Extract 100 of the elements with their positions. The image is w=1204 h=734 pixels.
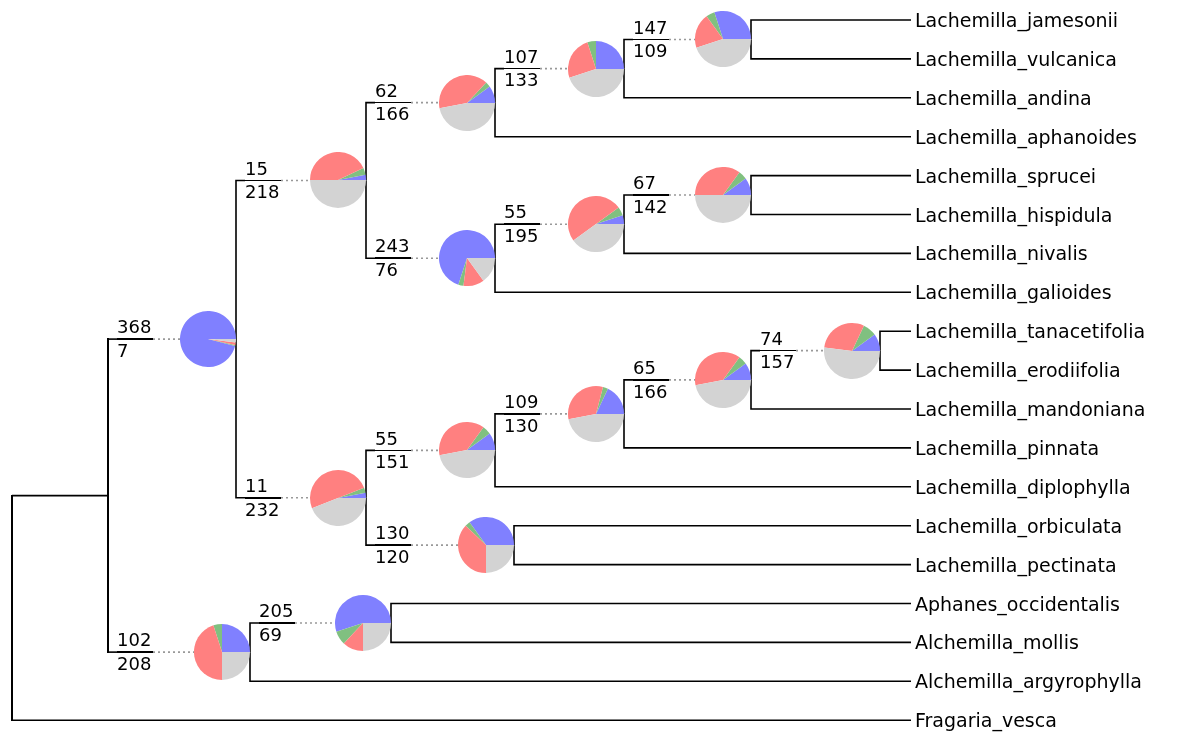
dotted-connector: [280, 496, 311, 499]
support-value: 147: [633, 16, 668, 39]
dotted-connector: [410, 544, 459, 546]
support-value: 62: [375, 79, 399, 102]
pie-chart: [695, 351, 751, 408]
support-value: 133: [504, 69, 539, 92]
taxon-label: Lachemilla_andina: [915, 85, 1092, 110]
support-value: 74: [760, 327, 784, 350]
support-value: 218: [245, 181, 280, 204]
tree-branch: [11, 719, 912, 721]
taxon-label: Alchemilla_argyrophylla: [915, 669, 1142, 694]
taxon-label: Lachemilla_vulcanica: [915, 46, 1117, 71]
taxon-label: Lachemilla_sprucei: [915, 163, 1097, 188]
tree-branch: [494, 449, 912, 488]
support-value: 166: [633, 380, 668, 403]
tree-branch: [750, 19, 912, 41]
support-value: 130: [375, 522, 410, 545]
support-value: 11: [245, 474, 269, 497]
tree-branch: [623, 194, 634, 226]
support-value: 195: [504, 225, 539, 247]
tree-branch: [879, 330, 912, 352]
tree-branch: [623, 413, 912, 449]
dotted-connector: [410, 449, 440, 452]
tree-junction-line: [107, 338, 109, 653]
tree-branch: [494, 67, 505, 104]
pie-chart: [568, 196, 624, 253]
tree-branch: [494, 223, 505, 260]
taxon-label: Lachemilla_galioides: [915, 280, 1112, 305]
tree-branch: [390, 602, 912, 624]
taxon-label: Lachemilla_aphanoides: [915, 124, 1137, 149]
support-value: 69: [259, 623, 283, 646]
taxon-label: Alchemilla_mollis: [915, 630, 1079, 655]
support-value: 243: [375, 235, 410, 258]
pie-chart: [335, 594, 391, 651]
support-value: 232: [245, 498, 280, 521]
pie-chart: [310, 152, 366, 209]
taxon-label: Lachemilla_mandoniana: [915, 397, 1146, 421]
support-value: 15: [245, 157, 269, 180]
tree-branch: [107, 338, 118, 340]
support-value: 65: [633, 357, 657, 379]
pie-chart: [824, 322, 880, 379]
tree-branch: [750, 349, 761, 381]
dotted-connector: [152, 651, 195, 653]
tree-branch: [750, 38, 912, 60]
support-value: 102: [117, 629, 152, 652]
support-value: 107: [504, 45, 539, 68]
taxon-label: Lachemilla_orbiculata: [915, 513, 1123, 538]
pie-chart: [458, 517, 514, 574]
support-value: 130: [504, 414, 539, 437]
pie-chart: [310, 469, 366, 526]
taxon-label: Aphanes_occidentalis: [915, 591, 1120, 616]
tree-branch: [249, 651, 912, 683]
pie-chart: [695, 11, 751, 68]
taxon-label: Fragaria_vesca: [915, 708, 1057, 733]
dotted-connector: [795, 349, 825, 352]
pie-chart: [568, 40, 624, 97]
pie-chart: [439, 74, 495, 131]
support-value: 151: [375, 451, 410, 474]
tree-branch: [11, 494, 108, 497]
taxon-label: Lachemilla_tanacetifolia: [915, 319, 1146, 344]
tree-branch: [494, 257, 912, 294]
support-value: 109: [504, 391, 539, 414]
tree-branch: [365, 449, 376, 499]
pie-chart: [439, 230, 495, 287]
dotted-connector: [410, 101, 440, 104]
support-value: 55: [375, 427, 399, 450]
support-value: 120: [375, 545, 410, 568]
tree-junction-line: [11, 494, 13, 721]
dotted-connector: [280, 179, 311, 182]
tree-branch: [365, 496, 376, 546]
tree-branch: [390, 622, 912, 644]
taxon-label: Lachemilla_pectinata: [915, 552, 1117, 577]
dotted-connector: [668, 194, 696, 196]
pie-chart: [194, 624, 250, 681]
support-value: 208: [117, 652, 152, 675]
tree-branch: [235, 338, 246, 499]
tree-branch: [623, 379, 634, 415]
tree-branch: [249, 622, 260, 653]
dotted-connector: [152, 338, 181, 340]
tree-branch: [365, 179, 376, 260]
support-value: 67: [633, 172, 657, 195]
support-value: 7: [117, 339, 130, 362]
dotted-connector: [668, 38, 696, 41]
support-value: 76: [375, 259, 399, 282]
support-value: 109: [633, 40, 668, 63]
tree-branch: [235, 179, 246, 340]
support-value: 205: [259, 600, 294, 623]
taxon-label: Lachemilla_diplophylla: [915, 474, 1131, 499]
tree-branch: [623, 67, 912, 99]
tree-branch: [623, 223, 912, 255]
tree-branch: [750, 194, 912, 216]
tree-branch: [750, 379, 912, 410]
pie-chart: [180, 311, 236, 368]
taxon-label: Lachemilla_hispidula: [915, 202, 1113, 227]
taxon-label: Lachemilla_pinnata: [915, 435, 1100, 460]
tree-branch: [623, 38, 634, 70]
tree-branch: [879, 349, 912, 371]
taxon-label: Lachemilla_jamesonii: [915, 8, 1119, 32]
taxon-label: Lachemilla_erodiifolia: [915, 358, 1121, 383]
dotted-connector: [539, 67, 569, 70]
